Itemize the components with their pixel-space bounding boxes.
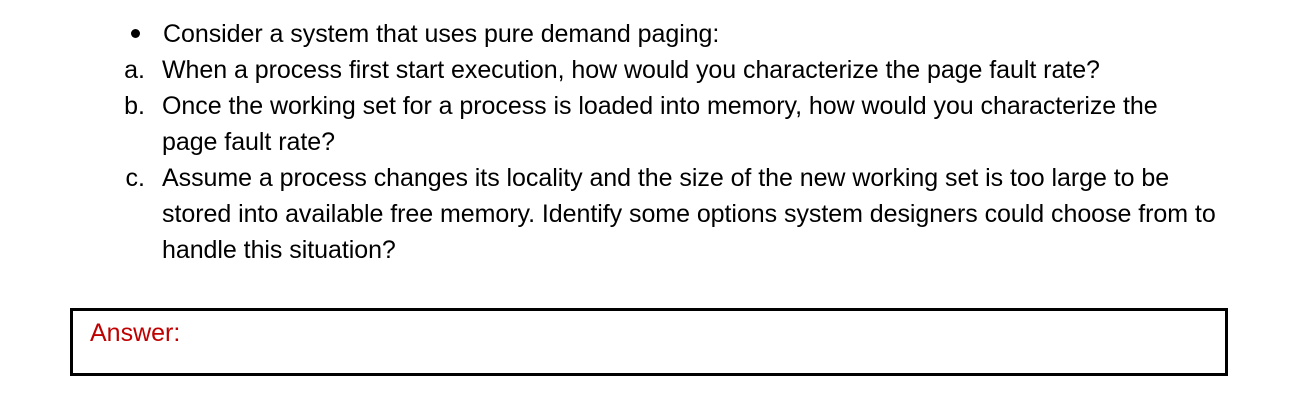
list-item-marker-c: c. [125, 164, 145, 192]
answer-input-box[interactable]: Answer: [70, 308, 1228, 376]
list-item-marker-a: a. [124, 56, 145, 84]
bullet-icon [131, 28, 140, 38]
list-item-text-a: When a process first start execution, ho… [162, 56, 1100, 84]
list-item: b. Once the working set for a process is… [0, 88, 1302, 160]
list-item: c. Assume a process changes its locality… [0, 160, 1302, 268]
list-item-marker-b: b. [124, 92, 145, 120]
list-item: a. When a process first start execution,… [0, 52, 1302, 88]
list-item-text-b: Once the working set for a process is lo… [162, 92, 1158, 156]
bullet-marker [0, 16, 140, 52]
question-stem-text: Consider a system that uses pure demand … [163, 20, 720, 48]
question-stem: Consider a system that uses pure demand … [0, 16, 1302, 52]
question-list: Consider a system that uses pure demand … [0, 16, 1302, 268]
answer-label: Answer: [90, 319, 181, 347]
list-item-text-c: Assume a process changes its locality an… [162, 164, 1216, 264]
